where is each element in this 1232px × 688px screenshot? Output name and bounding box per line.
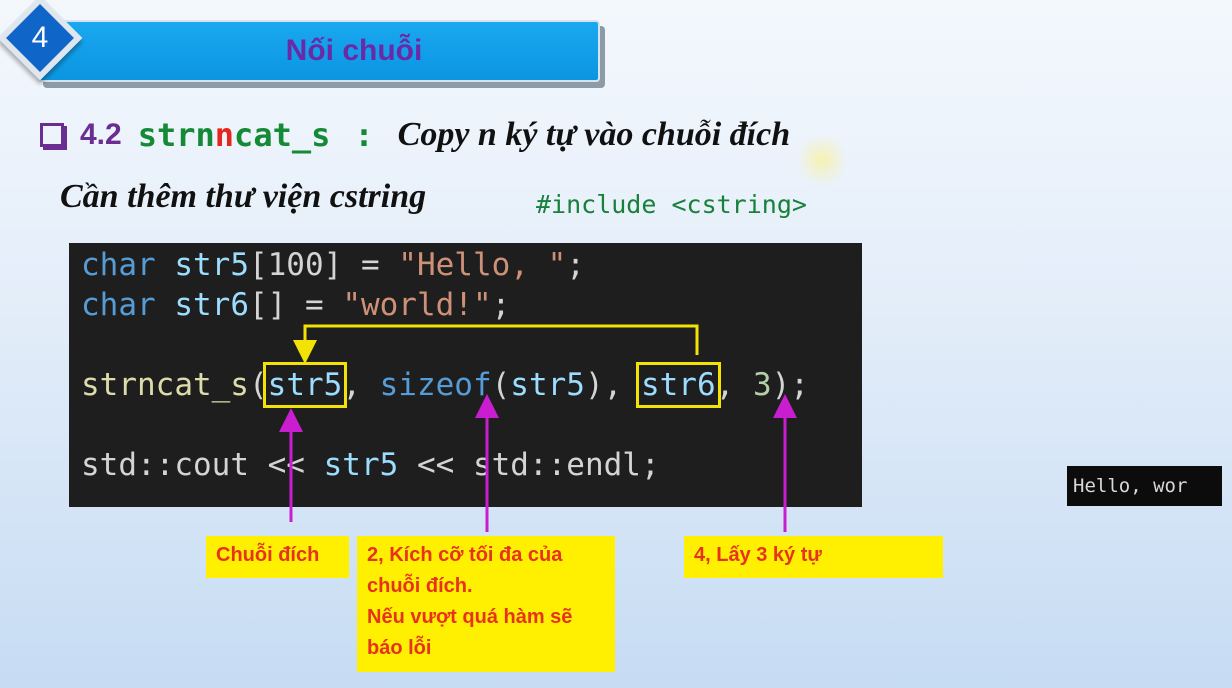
endl: endl [566,447,641,483]
keyword-char: char [81,247,156,283]
section-badge-number: 4 [31,21,49,54]
note-size-line-1: 2, Kích cỡ tối đa của [367,544,563,566]
note-destination: Chuỗi đích [206,536,349,578]
library-requirement: Cần thêm thư viện cstring [60,178,427,215]
semicolon: ; [491,287,511,323]
section-heading: 4.2 strnncat_s : Copy n ký tự vào chuỗi … [40,112,790,158]
comma: , [342,367,380,403]
function-suffix: cat_s [234,116,331,154]
note-size-line-4: báo lỗi [367,637,432,659]
note-size: 2, Kích cỡ tối đa của chuỗi đích. Nếu vư… [357,536,615,672]
include-directive: #include <cstring> [536,190,807,219]
code-line-2: char str6[] = "world!"; [81,285,510,325]
console-output: Hello, wor [1067,466,1222,506]
paren-open: ( [491,367,511,403]
paren-close-semicolon: ); [771,367,809,403]
code-line-1: char str5[100] = "Hello, "; [81,245,585,285]
code-text: [] = [248,287,343,323]
code-line-4: std::cout << str5 << std::endl; [81,445,660,485]
section-number: 4.2 [80,118,122,151]
comma: , [603,367,641,403]
argument-destination: str5 [262,362,348,408]
function-call-strncat-s: strncat_s [81,367,249,403]
string-literal: "Hello, " [398,247,567,283]
paren-close: ) [584,367,604,403]
stream-operator: << [398,447,473,483]
note-count: 4, Lấy 3 ký tự [684,536,943,578]
section-description: Copy n ký tự vào chuỗi đích [397,116,791,153]
note-size-line-3: Nếu vượt quá hàm sẽ [367,606,573,628]
code-line-3: strncat_s(str5, sizeof(str5), str6, 3); [81,362,809,408]
cout: cout [174,447,249,483]
slide-title: Nối chuỗi [285,34,423,67]
note-size-line-2: chuỗi đích. [367,575,473,597]
keyword-char: char [81,287,156,323]
code-text: [100] = [248,247,399,283]
string-literal: "world!" [342,287,492,323]
scope-operator: :: [137,447,175,483]
checkbox-bullet-icon [40,123,64,147]
stream-operator: << [248,447,324,483]
semicolon: ; [640,447,660,483]
sizeof-argument: str5 [510,367,585,403]
section-function-name: strnncat_s [138,116,331,154]
function-prefix: strn [137,116,215,154]
mouse-cursor-highlight [796,134,848,186]
scope-operator: :: [528,447,567,483]
keyword-sizeof: sizeof [379,367,492,403]
comma: , [715,367,753,403]
namespace-std: std [472,447,529,483]
namespace-std: std [81,447,137,483]
variable-str5: str5 [174,247,249,283]
argument-source: str6 [635,362,721,408]
function-highlight: n [214,116,235,154]
section-colon: : [354,116,374,154]
semicolon: ; [566,247,585,283]
variable-str6: str6 [174,287,249,323]
paren-open: ( [248,367,268,403]
variable-str5: str5 [323,447,399,483]
slide-title-banner: Nối chuỗi [38,20,600,82]
code-block: char str5[100] = "Hello, "; char str6[] … [69,243,862,507]
argument-count: 3 [752,367,772,403]
